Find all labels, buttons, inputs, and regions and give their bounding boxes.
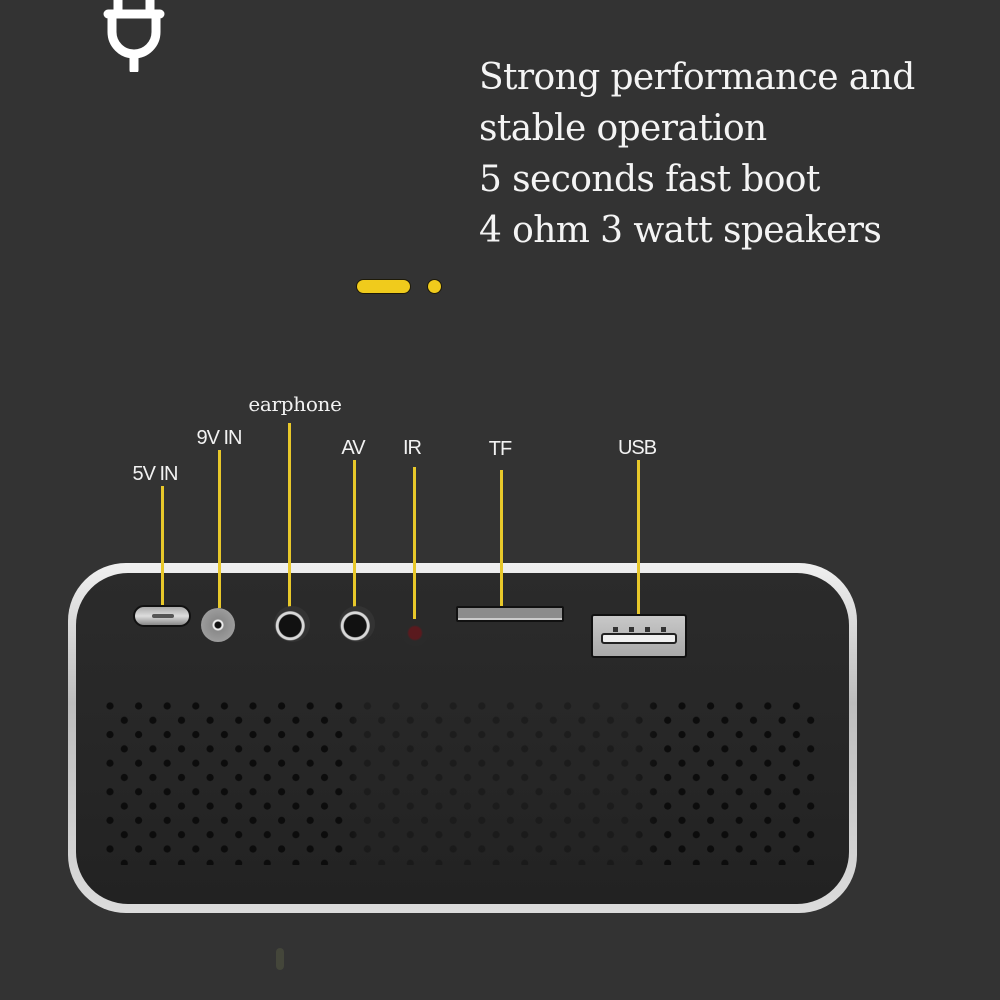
port-label-9v-in: 9V IN <box>196 427 242 449</box>
power-plug-icon <box>103 0 165 72</box>
feature-line: Strong performance and <box>479 57 915 98</box>
leader-line-earphone <box>288 423 291 608</box>
port-label-tf: TF <box>488 438 512 460</box>
av-jack-icon <box>339 606 375 642</box>
leader-line-av <box>353 460 356 608</box>
leader-line-ir <box>413 467 416 619</box>
device-stand <box>276 948 284 970</box>
earphone-jack-icon <box>274 606 310 642</box>
port-label-ir: IR <box>403 437 422 459</box>
tf-card-slot-icon <box>456 606 564 622</box>
usb-port-icon <box>591 614 687 658</box>
leader-line-usb <box>637 460 640 614</box>
port-label-av: AV <box>341 437 365 459</box>
feature-line: stable operation <box>479 108 767 149</box>
feature-line: 5 seconds fast boot <box>479 159 820 200</box>
speaker-grille <box>104 700 820 865</box>
leader-line-tf <box>500 470 503 606</box>
carousel-indicator-active[interactable] <box>357 280 410 293</box>
port-label-usb: USB <box>617 437 657 459</box>
ir-sensor-icon <box>402 620 428 646</box>
micro-usb-port-icon <box>133 605 191 627</box>
port-label-5v-in: 5V IN <box>132 463 178 485</box>
dc-power-jack-icon <box>201 608 235 642</box>
feature-list: Strong performance and stable operation … <box>479 52 915 256</box>
leader-line-5v-in <box>161 486 164 606</box>
carousel-indicator-dot[interactable] <box>428 280 441 293</box>
feature-line: 4 ohm 3 watt speakers <box>479 210 882 251</box>
port-label-earphone: earphone <box>248 392 342 416</box>
leader-line-9v-in <box>218 450 221 608</box>
